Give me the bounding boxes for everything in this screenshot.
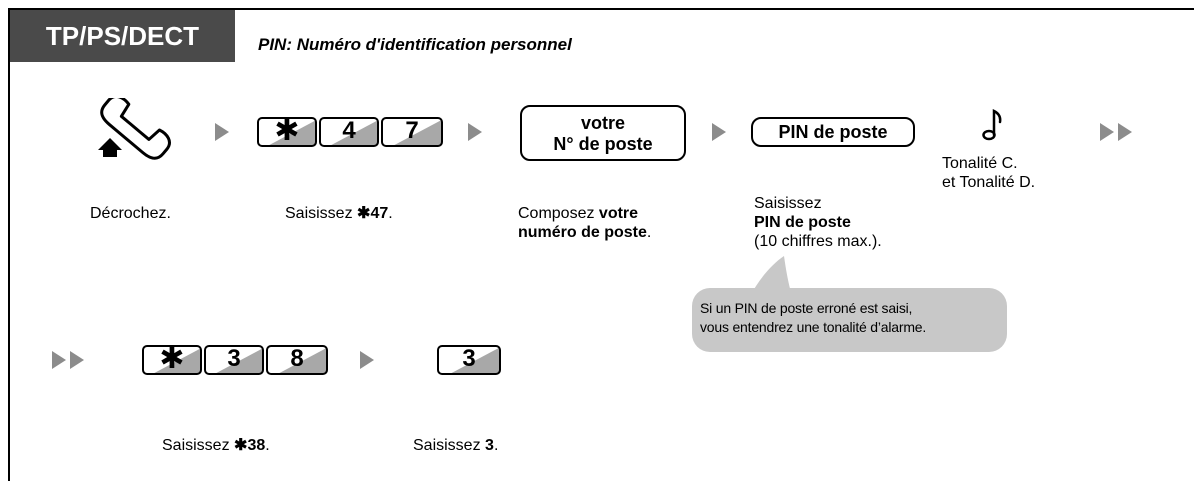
extension-caption: Composez votre numéro de poste. [518, 205, 652, 241]
continue-arrow-icon [1118, 123, 1132, 141]
dial-38-caption: Saisissez ✱38. [162, 437, 270, 454]
handset-offhook-icon [98, 98, 171, 160]
arrow-icon [712, 123, 726, 141]
continue-arrow-icon [52, 351, 66, 369]
arrow-icon [468, 123, 482, 141]
pin-box: PIN de poste [751, 117, 915, 147]
continue-arrow-icon [70, 351, 84, 369]
key-star: ✱ [142, 345, 202, 375]
key-8: 8 [266, 345, 328, 375]
dial-47-caption: Saisissez ✱47. [285, 205, 393, 222]
tone-caption: Tonalité C. et Tonalité D. [942, 154, 1035, 192]
tone-line1: Tonalité C. [942, 155, 1018, 172]
extension-number-box: votre N° de poste [520, 105, 686, 161]
key-sequence-star-38: ✱ 3 8 [142, 345, 332, 375]
procedure-subtitle: PIN: Numéro d'identification personnel [258, 35, 572, 54]
musical-note-icon [982, 108, 1002, 141]
arrow-icon [360, 351, 374, 369]
extension-box-line1: votre [580, 113, 625, 133]
key-sequence-3: 3 [437, 345, 501, 375]
key-4: 4 [319, 117, 379, 147]
continue-arrow-icon [1100, 123, 1114, 141]
key-star: ✱ [257, 117, 317, 147]
arrow-icon [215, 123, 229, 141]
key-3: 3 [204, 345, 264, 375]
offhook-caption: Décrochez. [90, 205, 171, 222]
key-3: 3 [437, 345, 501, 375]
note-bubble-tail [750, 256, 792, 296]
key-sequence-star-47: ✱ 4 7 [257, 117, 447, 147]
pin-caption: Saisissez PIN de poste (10 chiffres max.… [754, 195, 882, 250]
device-type-tab: TP/PS/DECT [10, 10, 235, 62]
procedure-frame [8, 8, 1194, 481]
dial-3-caption: Saisissez 3. [413, 437, 499, 454]
pin-box-label: PIN de poste [778, 122, 888, 142]
tone-line2: et Tonalité D. [942, 174, 1036, 191]
key-7: 7 [381, 117, 443, 147]
extension-box-line2: N° de poste [553, 134, 653, 154]
error-note-bubble [692, 288, 1007, 352]
error-note-text: Si un PIN de poste erroné est saisi, vou… [700, 300, 927, 335]
